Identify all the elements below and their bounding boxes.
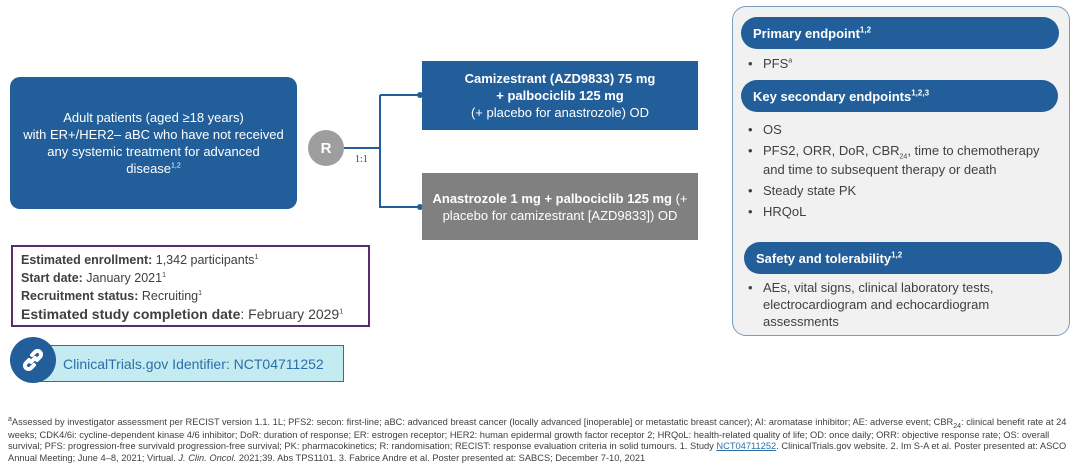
header-text: Safety and tolerability1,2	[756, 250, 903, 266]
reference: 1,2	[171, 162, 181, 170]
list-item: AEs, vital signs, clinical laboratory te…	[741, 279, 1051, 330]
safety-list: AEs, vital signs, clinical laboratory te…	[741, 279, 1051, 330]
patient-population-box: Adult patients (aged ≥18 years) with ER+…	[10, 77, 297, 209]
randomisation-circle: R	[308, 130, 344, 166]
arm-camizestrant: Camizestrant (AZD9833) 75 mg + palbocicl…	[422, 61, 698, 130]
header-text: Primary endpoint1,2	[753, 25, 872, 41]
arm-text: Anastrozole 1 mg + palbociclib 125 mg	[432, 190, 672, 206]
link-icon	[10, 337, 56, 383]
primary-endpoint-header: Primary endpoint1,2	[741, 17, 1059, 49]
secondary-endpoints-list: OS PFS2, ORR, DoR, CBR24, time to chemot…	[741, 121, 1061, 220]
list-item: PFSa	[741, 55, 1061, 72]
endpoints-panel: Primary endpoint1,2 PFSa Key secondary e…	[732, 6, 1070, 336]
secondary-endpoints-header: Key secondary endpoints1,2,3	[741, 80, 1058, 112]
arm-text: (+	[671, 190, 688, 206]
patient-text: any systemic treatment for advanced	[47, 144, 260, 159]
completion-date-row: Estimated study completion date: Februar…	[21, 306, 344, 322]
patient-text: Adult patients (aged ≥18 years)	[63, 110, 244, 125]
study-info-box: Estimated enrollment: 1,342 participants…	[11, 245, 370, 327]
reference: 1,2	[859, 25, 872, 35]
list-item: HRQoL	[741, 203, 1061, 220]
arm-anastrozole: Anastrozole 1 mg + palbociclib 125 mg (+…	[422, 173, 698, 240]
reference: 1,2	[891, 250, 903, 260]
clinicaltrials-identifier-link[interactable]: ClinicalTrials.gov Identifier: NCT047112…	[40, 345, 344, 382]
identifier-text[interactable]: ClinicalTrials.gov Identifier: NCT047112…	[63, 355, 324, 372]
patient-text: with ER+/HER2– aBC who have not received	[23, 127, 284, 142]
list-item: OS	[741, 121, 1061, 138]
recruitment-status-row: Recruitment status: Recruiting1	[21, 289, 203, 303]
enrollment-row: Estimated enrollment: 1,342 participants…	[21, 253, 259, 267]
arm-text: Camizestrant (AZD9833) 75 mg	[464, 71, 656, 86]
arm-text: placebo for camizestrant [AZD9833]) OD	[442, 207, 678, 223]
randomisation-ratio: 1:1	[355, 154, 368, 165]
header-text: Key secondary endpoints1,2,3	[753, 88, 930, 104]
list-item: Steady state PK	[741, 182, 1061, 199]
randomisation-connector	[344, 92, 423, 210]
start-date-row: Start date: January 20211	[21, 271, 166, 285]
arm-text: + palbociclib 125 mg	[496, 88, 624, 103]
safety-header: Safety and tolerability1,2	[744, 242, 1062, 274]
arm-text: (+ placebo for anastrozole) OD	[470, 105, 650, 120]
reference: 1,2,3	[911, 88, 930, 98]
list-item: PFS2, ORR, DoR, CBR24, time to chemother…	[741, 142, 1061, 178]
patient-text: disease	[126, 161, 172, 176]
nct-link[interactable]: NCT04711252	[716, 441, 777, 452]
primary-endpoint-list: PFSa	[741, 55, 1061, 72]
footnotes: aAssessed by investigator assessment per…	[8, 416, 1067, 463]
